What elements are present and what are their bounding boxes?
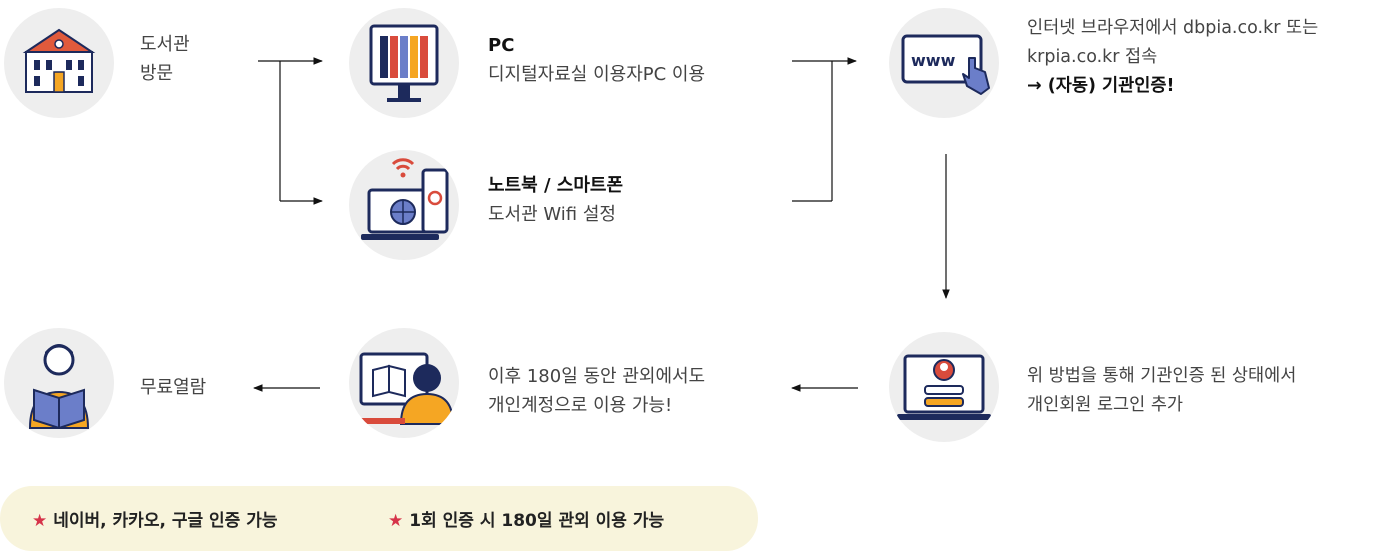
pc-step-text: PC 디지털자료실 이용자PC 이용: [488, 31, 705, 89]
browser-step-text: 인터넷 브라우저에서 dbpia.co.kr 또는 krpia.co.kr 접속…: [1027, 14, 1318, 101]
remote-step-text: 이후 180일 동안 관외에서도 개인계정으로 이용 가능!: [488, 362, 705, 420]
library-building-icon: [22, 28, 96, 93]
library-icon-circle: [4, 8, 114, 118]
pc-step-title: PC: [488, 35, 515, 56]
laptop-step-title: 노트북 / 스마트폰: [488, 175, 624, 196]
note-text-180-days: 1회 인증 시 180일 관외 이용 가능: [409, 511, 665, 531]
laptop-step-desc: 도서관 Wifi 설정: [488, 204, 616, 225]
laptop-icon-circle: [349, 150, 459, 260]
browser-step-bold: → (자동) 기관인증!: [1027, 76, 1175, 96]
person-reading-at-computer-icon: [359, 352, 455, 425]
library-visit-line-2: 방문: [140, 63, 174, 84]
person-reading-book-icon: [28, 344, 90, 430]
laptop-step-text: 노트북 / 스마트폰 도서관 Wifi 설정: [488, 171, 623, 229]
note-banner: ★네이버, 카카오, 구글 인증 가능 ★1회 인증 시 180일 관외 이용 …: [0, 486, 758, 551]
free-read-text: 무료열람: [140, 373, 206, 402]
laptop-login-icon: [897, 354, 991, 420]
library-visit-line-1: 도서관: [140, 34, 190, 55]
library-visit-text: 도서관 방문: [140, 30, 190, 88]
branch-connector: [258, 57, 323, 205]
merge-connector: [792, 57, 857, 202]
login-step-text: 위 방법을 통해 기관인증 된 상태에서 개인회원 로그인 추가: [1027, 362, 1296, 420]
star-icon: ★: [388, 511, 404, 531]
remote-step-line-1: 이후 180일 동안 관외에서도: [488, 366, 706, 387]
browser-step-line-2: krpia.co.kr 접속: [1027, 47, 1158, 67]
note-text-social-auth: 네이버, 카카오, 구글 인증 가능: [53, 511, 278, 531]
browser-icon-circle: www: [889, 8, 999, 118]
www-touch-icon: www: [901, 34, 990, 95]
remote-icon-circle: [349, 328, 459, 438]
laptop-phone-wifi-icon: [361, 158, 449, 240]
login-step-line-1: 위 방법을 통해 기관인증 된 상태에서: [1027, 366, 1297, 386]
browser-step-line-1: 인터넷 브라우저에서 dbpia.co.kr 또는: [1027, 18, 1319, 38]
login-step-line-2: 개인회원 로그인 추가: [1027, 395, 1184, 415]
pc-step-desc: 디지털자료실 이용자PC 이용: [488, 64, 706, 85]
desktop-bookshelf-icon: [369, 24, 439, 102]
reader-icon-circle: [4, 328, 114, 438]
remote-step-line-2: 개인계정으로 이용 가능!: [488, 395, 673, 416]
svg-text:www: www: [911, 51, 956, 70]
note-item-social-auth: ★네이버, 카카오, 구글 인증 가능: [32, 506, 278, 531]
free-read-line: 무료열람: [140, 377, 207, 398]
note-item-180-days: ★1회 인증 시 180일 관외 이용 가능: [388, 506, 664, 531]
star-icon: ★: [32, 511, 48, 531]
pc-icon-circle: [349, 8, 459, 118]
login-icon-circle: [889, 332, 999, 442]
